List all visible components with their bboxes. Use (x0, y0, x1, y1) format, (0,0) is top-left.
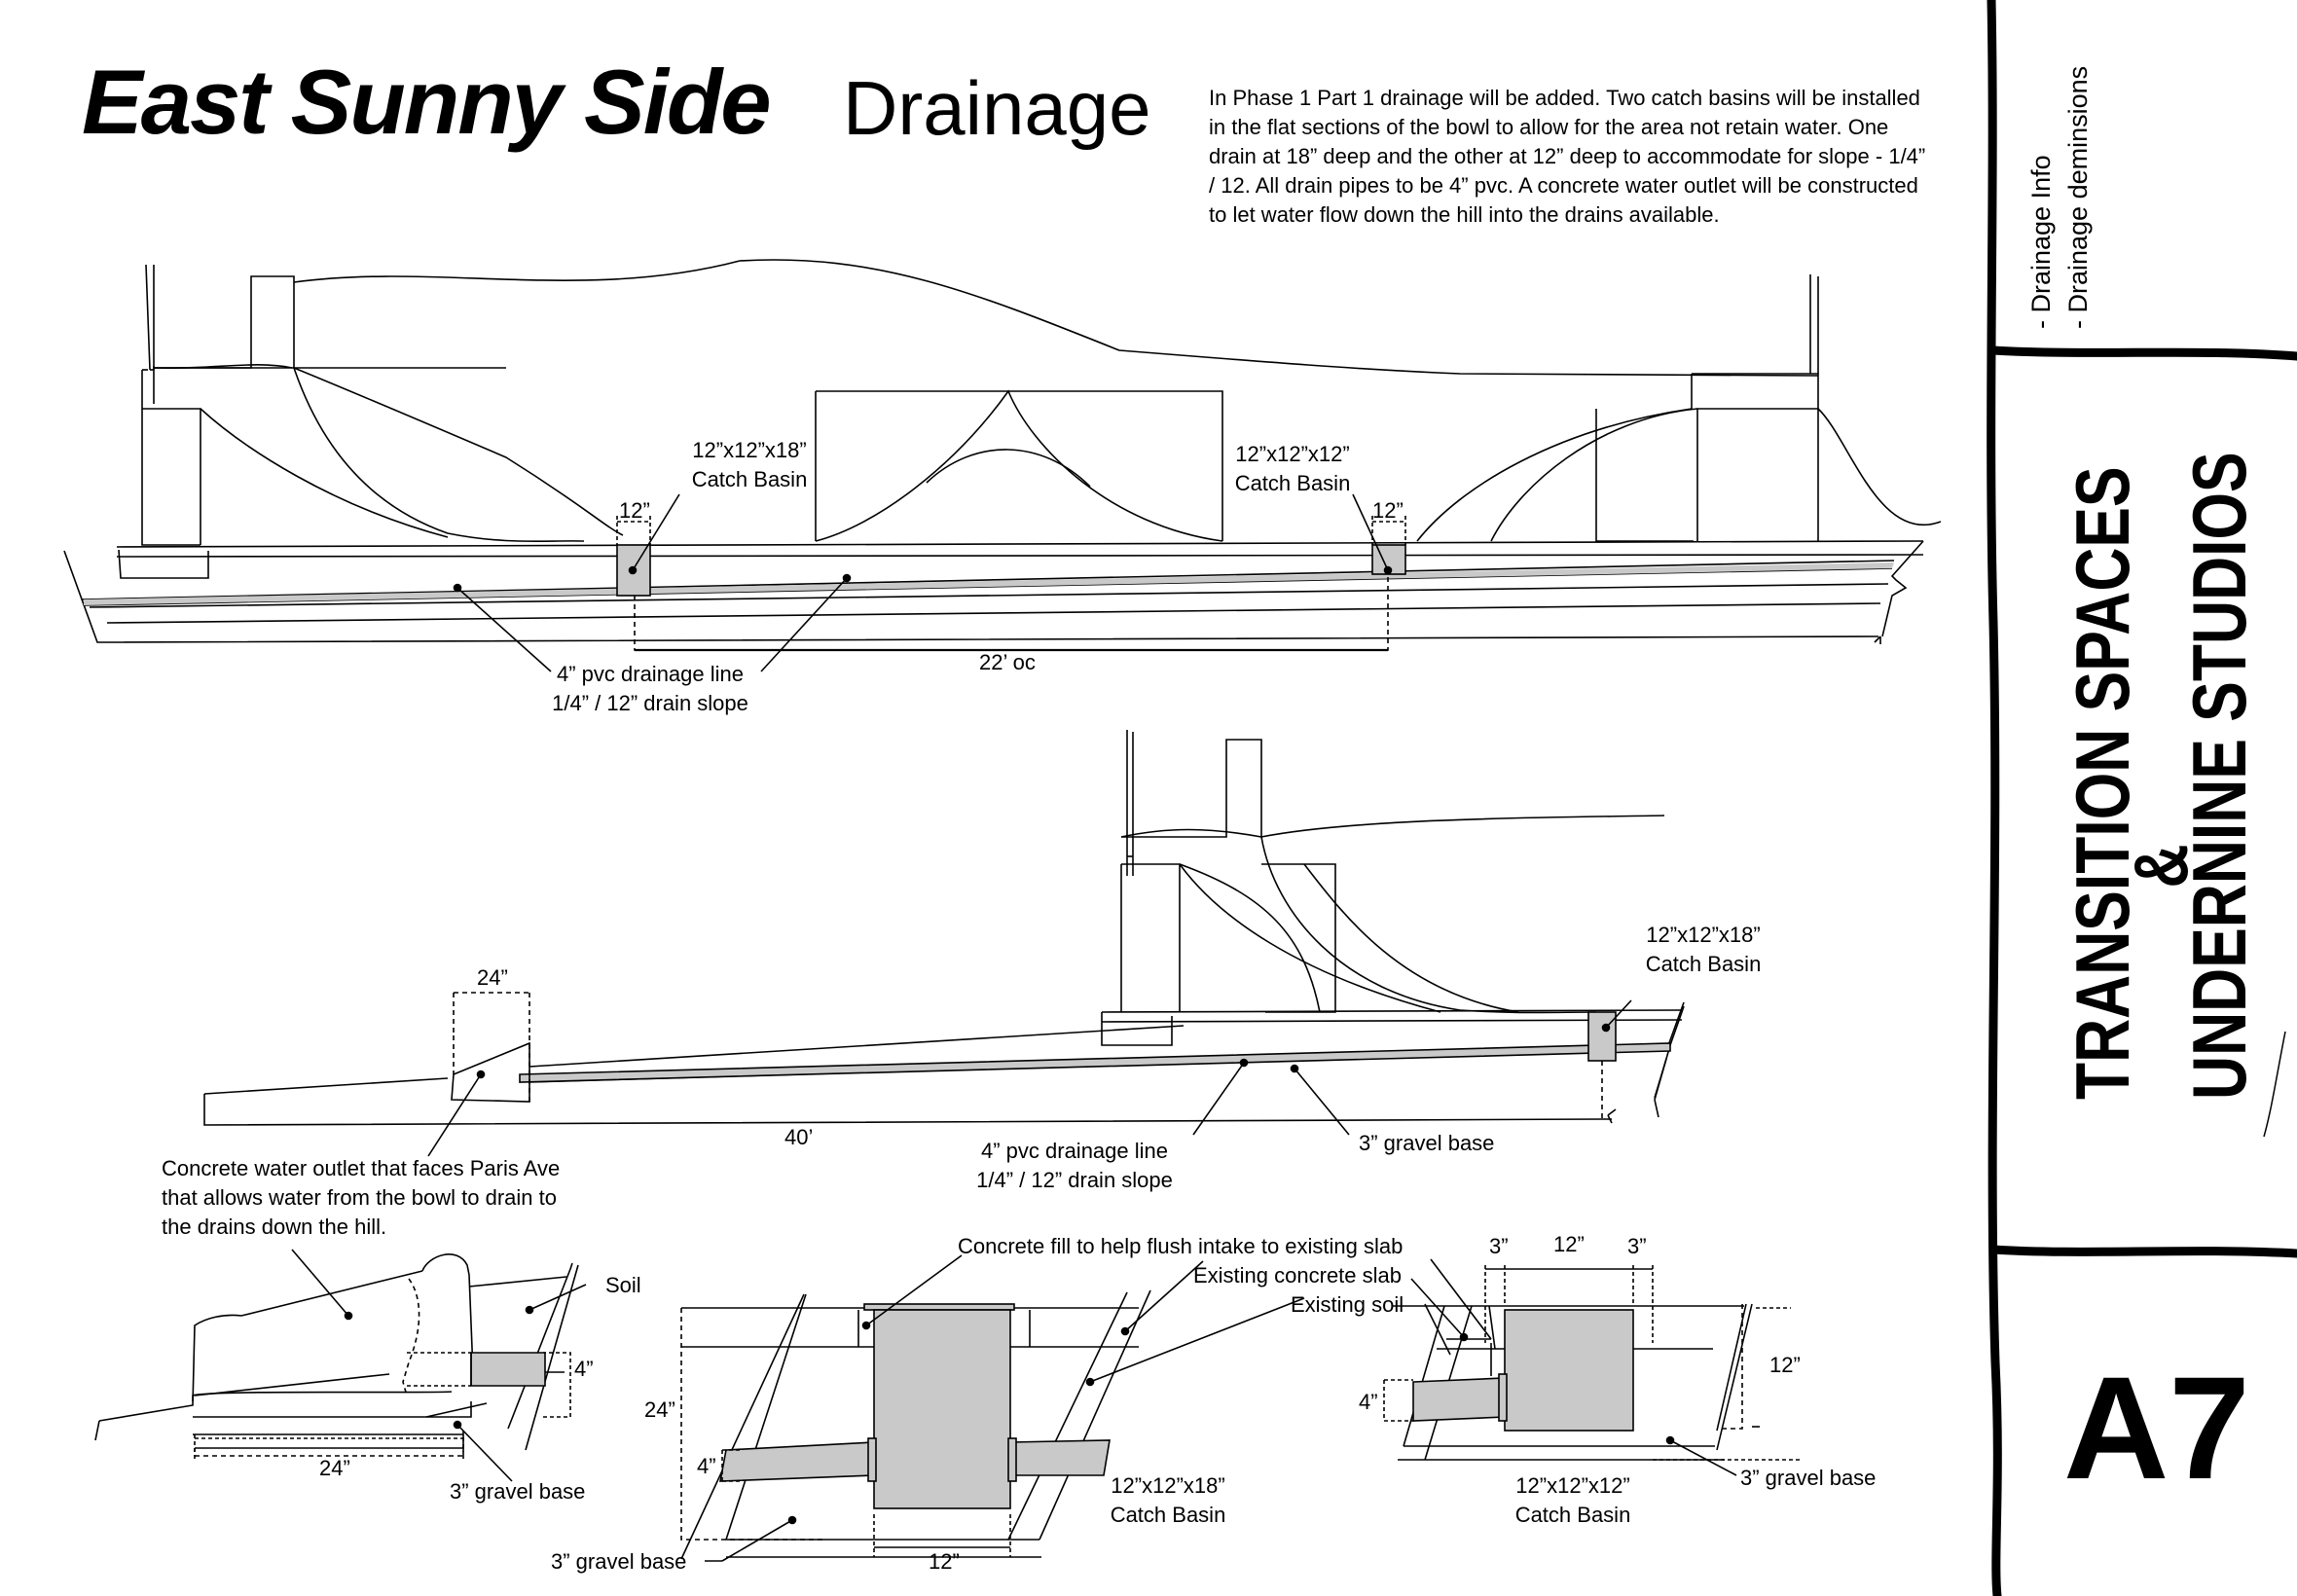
dim-right-width: 12” (1372, 498, 1404, 523)
basin18-label: 12”x12”x18” Catch Basin (1080, 1471, 1256, 1530)
basin12-label: 12”x12”x12” Catch Basin (1485, 1471, 1660, 1530)
pipe-label-line1: 4” pvc drainage line (980, 1139, 1168, 1163)
basin12-name: Catch Basin (1514, 1503, 1631, 1527)
soil-label: Soil (605, 1273, 641, 1297)
basin12-dim-right: 3” (1627, 1234, 1647, 1258)
sidebar-notes: - Drainage Info - Drainage deminsions (2023, 66, 2096, 329)
detail-basin12-drawing (1383, 1258, 1801, 1476)
basin-right-size: 12”x12”x12” (1235, 442, 1350, 466)
brand-ampersand: & (2118, 844, 2204, 889)
concrete-fill-label: Concrete fill to help flush intake to ex… (958, 1234, 1404, 1258)
basin12-pipe-dim: 4” (1359, 1390, 1378, 1414)
existing-slab-label: Existing concrete slab (1193, 1263, 1402, 1288)
basin-spacing: 22’ oc (979, 650, 1036, 674)
mid-gravel-label: 3” gravel base (1359, 1131, 1495, 1155)
brand-line-2: UNDERNINE STUDIOS (2176, 452, 2262, 1100)
basin18-name: Catch Basin (1110, 1503, 1226, 1527)
sidebar-note: - Drainage deminsions (2063, 65, 2093, 329)
dim-left-width: 12” (619, 498, 650, 523)
outlet-width-detail: 24” (319, 1456, 350, 1480)
basin-left-size: 12”x12”x18” (692, 438, 807, 462)
basin18-width-dim: 12” (929, 1549, 960, 1574)
brand-block: TRANSITION SPACES & UNDERNINE STUDIOS (2060, 452, 2262, 1100)
pipe-label-mid: 4” pvc drainage line 1/4” / 12” drain sl… (958, 1137, 1191, 1195)
detail-outlet-drawing (94, 1249, 587, 1482)
top-section-drawing (63, 259, 1942, 672)
pipe-label-top: 4” pvc drainage line 1/4” / 12” drain sl… (533, 660, 767, 718)
sidebar-note: - Drainage Info (2026, 155, 2056, 329)
page-subtitle: Drainage (843, 65, 1151, 151)
basin18-depth-dim: 24” (644, 1397, 675, 1422)
basin12-dim-left: 3” (1489, 1234, 1509, 1258)
basin-right-label: 12”x12”x12” Catch Basin (1205, 440, 1380, 498)
mid-section-drawing (203, 730, 1685, 1157)
mid-basin-size: 12”x12”x18” (1646, 923, 1761, 947)
basin18-size: 12”x12”x18” (1111, 1473, 1225, 1498)
basin12-dim-mid: 12” (1553, 1232, 1585, 1256)
basin12-depth-dim: 12” (1769, 1353, 1801, 1377)
sheet-number: A7 (2063, 1346, 2250, 1509)
mid-basin-label: 12”x12”x18” Catch Basin (1616, 921, 1791, 979)
mid-basin-name: Catch Basin (1645, 952, 1762, 976)
outlet-note: Concrete water outlet that faces Paris A… (162, 1156, 561, 1239)
detail-basin18-drawing (680, 1254, 1305, 1562)
basin18-pipe-dim: 4” (697, 1454, 716, 1478)
pipe-label-line2: 1/4” / 12” drain slope (552, 691, 748, 715)
pipe-label-line2: 1/4” / 12” drain slope (976, 1168, 1173, 1192)
basin-right-name: Catch Basin (1234, 471, 1351, 495)
outlet-width-dim: 24” (477, 965, 508, 990)
description-paragraph: In Phase 1 Part 1 drainage will be added… (1209, 86, 1926, 227)
run-length-dim: 40’ (784, 1125, 814, 1149)
basin12-size: 12”x12”x12” (1515, 1473, 1630, 1498)
existing-soil-label: Existing soil (1291, 1292, 1404, 1317)
basin18-gravel-label: 3” gravel base (551, 1549, 687, 1574)
basin-left-label: 12”x12”x18” Catch Basin (662, 436, 837, 494)
pipe-label-line1: 4” pvc drainage line (556, 662, 744, 686)
page-title: East Sunny Side (82, 51, 772, 153)
basin12-gravel-label: 3” gravel base (1740, 1466, 1877, 1490)
outlet-gravel-label: 3” gravel base (450, 1479, 586, 1504)
outlet-pipe-dim: 4” (574, 1357, 594, 1381)
basin-left-name: Catch Basin (691, 467, 808, 491)
sidebar-frame (1987, 0, 2297, 1596)
